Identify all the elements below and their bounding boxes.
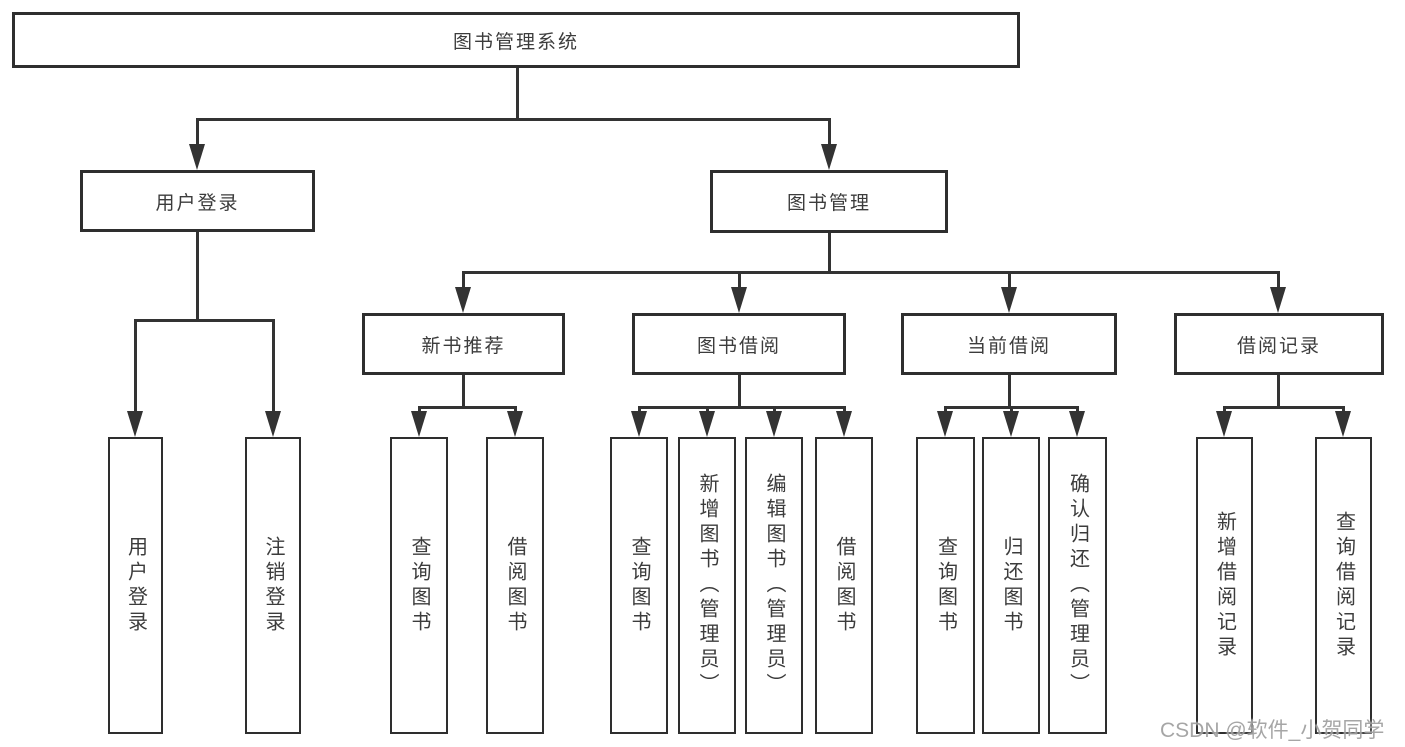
leaf-confirm-return-admin: 确认归还（管理员） bbox=[1048, 437, 1107, 734]
connector-line bbox=[418, 406, 421, 413]
arrow-down-icon bbox=[411, 411, 427, 437]
leaf-label: 借阅图书 bbox=[504, 535, 526, 636]
arrow-down-icon bbox=[731, 287, 747, 313]
connector-line bbox=[773, 406, 776, 413]
connector-line bbox=[706, 406, 709, 413]
leaf-label: 查询图书 bbox=[628, 535, 650, 636]
node-user-login: 用户登录 bbox=[80, 170, 315, 232]
leaf-query-book: 查询图书 bbox=[610, 437, 668, 734]
csdn-watermark: CSDN @软件_小贺同学 bbox=[1160, 719, 1385, 742]
connector-line bbox=[418, 406, 517, 409]
connector-line bbox=[738, 375, 741, 409]
leaf-label: 新增借阅记录 bbox=[1213, 510, 1236, 661]
arrow-down-icon bbox=[937, 411, 953, 437]
leaf-query-current: 查询图书 bbox=[916, 437, 975, 734]
arrow-down-icon bbox=[836, 411, 852, 437]
leaf-return-book: 归还图书 bbox=[982, 437, 1040, 734]
leaf-edit-book-admin: 编辑图书（管理员） bbox=[745, 437, 803, 734]
leaf-label: 用户登录 bbox=[124, 535, 147, 636]
connector-line bbox=[134, 319, 137, 413]
connector-line bbox=[516, 68, 519, 120]
leaf-label: 查询借阅记录 bbox=[1332, 510, 1355, 661]
arrow-down-icon bbox=[821, 144, 837, 170]
leaf-borrow-book-recommend: 借阅图书 bbox=[486, 437, 544, 734]
leaf-label: 查询图书 bbox=[408, 535, 430, 636]
arrow-down-icon bbox=[455, 287, 471, 313]
connector-line bbox=[843, 406, 846, 413]
connector-line bbox=[638, 406, 845, 409]
node-book-management: 图书管理 bbox=[710, 170, 948, 233]
connector-line bbox=[462, 271, 465, 291]
connector-line bbox=[738, 271, 741, 291]
connector-line bbox=[462, 375, 465, 409]
arrow-down-icon bbox=[507, 411, 523, 437]
connector-line bbox=[1342, 406, 1345, 413]
connector-line bbox=[1008, 375, 1011, 409]
leaf-label: 编辑图书（管理员） bbox=[763, 473, 785, 698]
leaf-borrow-book: 借阅图书 bbox=[815, 437, 873, 734]
leaf-label: 确认归还（管理员） bbox=[1066, 473, 1089, 698]
connector-line bbox=[272, 319, 275, 413]
connector-line bbox=[828, 233, 831, 273]
arrow-down-icon bbox=[127, 411, 143, 437]
connector-line bbox=[134, 319, 275, 322]
arrow-down-icon bbox=[1270, 287, 1286, 313]
connector-line bbox=[1277, 271, 1280, 291]
connector-line bbox=[1010, 406, 1013, 413]
node-borrow-record: 借阅记录 bbox=[1174, 313, 1384, 375]
leaf-query-book-recommend: 查询图书 bbox=[390, 437, 448, 734]
node-current-borrow: 当前借阅 bbox=[901, 313, 1117, 375]
arrow-down-icon bbox=[1069, 411, 1085, 437]
leaf-logout: 注销登录 bbox=[245, 437, 301, 734]
arrow-down-icon bbox=[631, 411, 647, 437]
arrow-down-icon bbox=[1335, 411, 1351, 437]
leaf-label: 注销登录 bbox=[262, 535, 284, 636]
node-new-book-recommend: 新书推荐 bbox=[362, 313, 565, 375]
connector-line bbox=[828, 118, 831, 148]
arrow-down-icon bbox=[1216, 411, 1232, 437]
leaf-add-book-admin: 新增图书（管理员） bbox=[678, 437, 736, 734]
connector-line bbox=[1076, 406, 1079, 413]
node-book-borrow: 图书借阅 bbox=[632, 313, 846, 375]
leaf-label: 查询图书 bbox=[934, 535, 957, 636]
leaf-label: 归还图书 bbox=[1000, 535, 1022, 636]
connector-line bbox=[462, 271, 1280, 274]
connector-line bbox=[1277, 375, 1280, 409]
leaf-label: 新增图书（管理员） bbox=[696, 473, 718, 698]
arrow-down-icon bbox=[1003, 411, 1019, 437]
connector-line bbox=[1008, 271, 1011, 291]
arrow-down-icon bbox=[766, 411, 782, 437]
leaf-add-borrow-record: 新增借阅记录 bbox=[1196, 437, 1253, 734]
connector-line bbox=[196, 232, 199, 322]
connector-line bbox=[944, 406, 947, 413]
connector-line bbox=[1223, 406, 1344, 409]
connector-line bbox=[196, 118, 199, 148]
leaf-query-borrow-record: 查询借阅记录 bbox=[1315, 437, 1372, 734]
connector-line bbox=[1223, 406, 1226, 413]
arrow-down-icon bbox=[699, 411, 715, 437]
node-root: 图书管理系统 bbox=[12, 12, 1020, 68]
leaf-label: 借阅图书 bbox=[833, 535, 855, 636]
connector-line bbox=[196, 118, 831, 121]
leaf-user-login: 用户登录 bbox=[108, 437, 163, 734]
connector-line bbox=[514, 406, 517, 413]
arrow-down-icon bbox=[189, 144, 205, 170]
arrow-down-icon bbox=[265, 411, 281, 437]
connector-line bbox=[638, 406, 641, 413]
arrow-down-icon bbox=[1001, 287, 1017, 313]
